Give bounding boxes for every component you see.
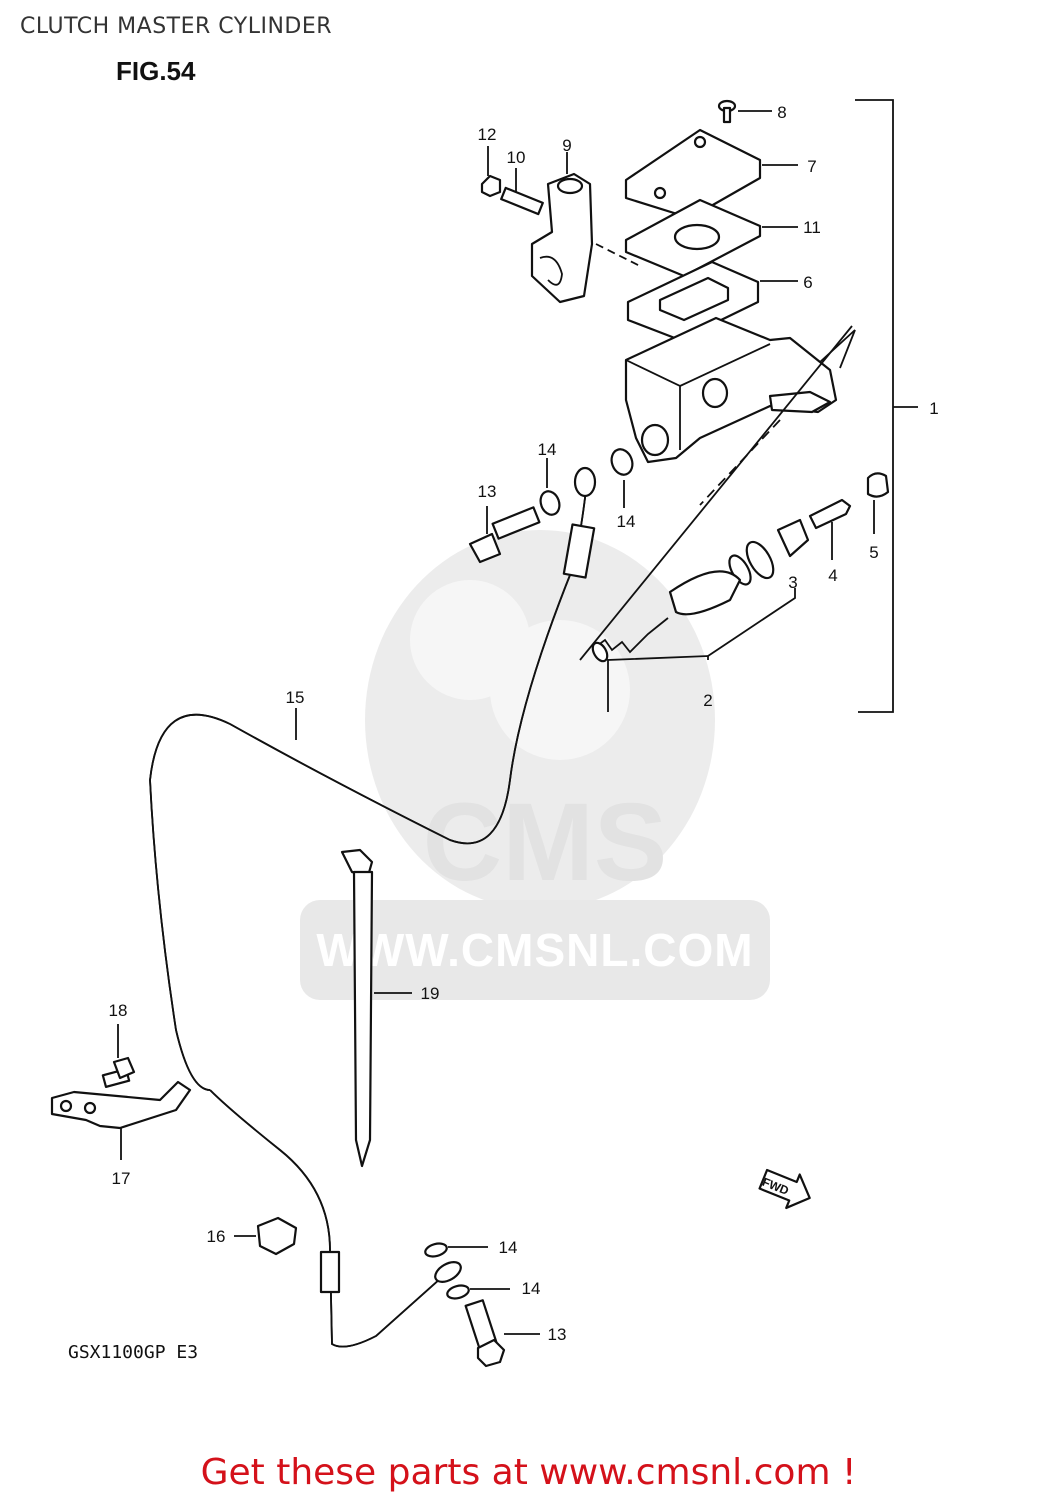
footer-cta-link[interactable]: Get these parts at www.cmsnl.com !	[200, 1452, 857, 1493]
callout-15: 15	[286, 688, 305, 707]
callout-3: 3	[788, 573, 797, 592]
part-14-washer-b	[610, 448, 634, 508]
part-8-screw	[717, 99, 772, 124]
part-11-plate	[624, 198, 798, 278]
bracket-1	[855, 99, 894, 713]
page-title: CLUTCH MASTER CYLINDER	[20, 14, 333, 39]
callout-4: 4	[828, 566, 837, 585]
callout-6: 6	[803, 273, 812, 292]
callout-9: 9	[562, 136, 571, 155]
callout-18: 18	[109, 1001, 128, 1020]
part-12-nut	[480, 146, 502, 198]
part-14-washer-c	[424, 1242, 488, 1258]
part-4-push-rod	[808, 498, 852, 560]
callout-11: 11	[803, 218, 821, 237]
callout-1: 1	[929, 399, 938, 418]
callout-17: 17	[112, 1169, 131, 1188]
part-1-master-cylinder	[624, 316, 856, 464]
callout-5: 5	[869, 543, 878, 562]
model-code: GSX1100GP E3	[68, 1342, 199, 1363]
callout-14-a: 14	[538, 440, 557, 459]
callout-12: 12	[478, 125, 497, 144]
part-2-piston-spring	[591, 570, 742, 663]
callout-16: 16	[207, 1227, 226, 1246]
callout-13-lower: 13	[548, 1325, 567, 1344]
callout-14-c: 14	[499, 1238, 518, 1257]
part-5-boot	[866, 472, 890, 534]
part-lower-pipe	[209, 1089, 462, 1348]
callout-14-d: 14	[522, 1279, 541, 1298]
part-15-clutch-hose	[149, 466, 597, 1091]
part-7-cap	[624, 128, 798, 220]
callout-10: 10	[507, 148, 526, 167]
callout-19: 19	[421, 984, 440, 1003]
callout-14-b: 14	[617, 512, 636, 531]
bracket-2	[607, 655, 709, 712]
watermark-url: WWW.CMSNL.COM	[300, 900, 770, 1000]
callout-13-upper: 13	[478, 482, 497, 501]
callout-8: 8	[777, 103, 786, 122]
part-13-banjo-bolt-lower	[464, 1299, 540, 1368]
part-10-bolt	[500, 168, 544, 216]
part-16-grommet	[234, 1216, 298, 1256]
part-14-washer-d	[446, 1284, 510, 1300]
fwd-arrow-icon: FWD	[758, 1168, 811, 1210]
callout-7: 7	[807, 157, 816, 176]
part-19-tie-strap	[340, 848, 412, 1168]
part-9-holder	[530, 152, 641, 304]
part-14-washer-a	[539, 458, 561, 516]
part-13-banjo-bolt-upper	[468, 506, 541, 564]
figure-number: FIG.54	[116, 56, 196, 86]
callout-2: 2	[703, 691, 712, 710]
part-6-diaphragm	[626, 260, 798, 342]
part-18-bolt	[101, 1024, 136, 1089]
part-3-piston	[728, 518, 810, 586]
part-17-bracket	[50, 1080, 192, 1160]
